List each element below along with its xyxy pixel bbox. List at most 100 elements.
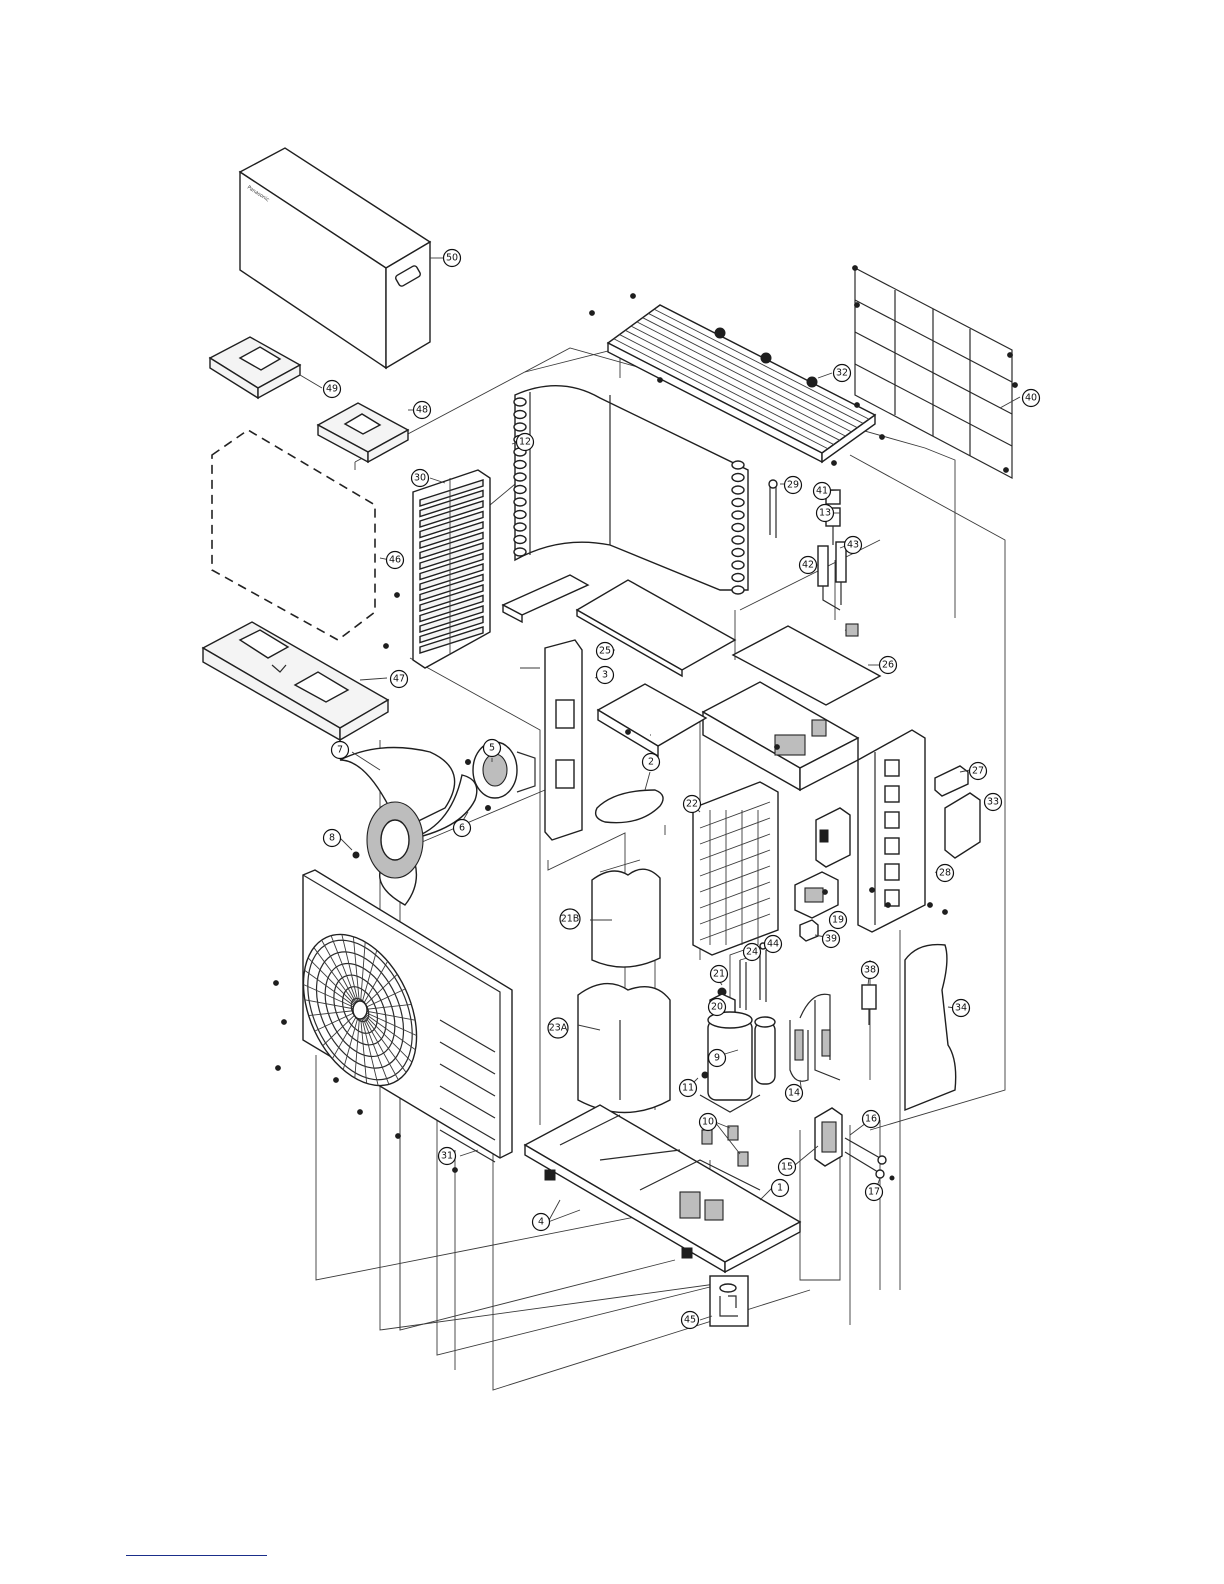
callout-label: 47 (393, 674, 405, 685)
callout-label: 38 (864, 965, 876, 976)
callout-6: 6 (454, 820, 471, 837)
part-10-rubber-mounts (702, 1126, 748, 1166)
part-46-dashed-sheet (212, 430, 375, 640)
callout-41: 41 (814, 483, 831, 500)
part-25-upper-plate (577, 580, 735, 676)
part-31-front-panel (281, 870, 512, 1162)
callout-label: 29 (787, 480, 799, 491)
callout-3: 3 (597, 667, 614, 684)
callout-12: 12 (517, 434, 534, 451)
callout-label: 9 (714, 1053, 720, 1064)
callout-label: 11 (682, 1083, 694, 1094)
callout-16: 16 (863, 1111, 880, 1128)
part-39-relay (800, 920, 818, 941)
part-38-valve-coil (862, 985, 876, 1025)
part-26-control-box (703, 626, 880, 790)
callout-46: 46 (387, 552, 404, 569)
callout-40: 40 (1023, 390, 1040, 407)
part-8-fan-nut (353, 852, 359, 858)
callout-label: 20 (711, 1002, 723, 1013)
callout-10: 10 (700, 1114, 717, 1131)
callout-25: 25 (597, 643, 614, 660)
callout-label: 3 (602, 670, 608, 681)
callout-label: 22 (686, 799, 698, 810)
callout-label: 40 (1025, 393, 1037, 404)
part-33-terminal-cover (945, 793, 980, 858)
callout-label: 19 (832, 915, 844, 926)
callout-label: 39 (825, 934, 837, 945)
part-15-valve-bracket (815, 1108, 842, 1166)
callout-label: 12 (519, 437, 531, 448)
callout-label: 14 (788, 1088, 800, 1099)
part-12-condenser-coil (514, 386, 748, 594)
part-21b-sound-jacket (592, 869, 660, 967)
callout-label: 30 (414, 473, 426, 484)
callout-5: 5 (484, 740, 501, 757)
callout-label: 27 (972, 766, 984, 777)
part-27-terminal-board (935, 766, 968, 796)
callout-29: 29 (785, 477, 802, 494)
callout-label: 17 (868, 1187, 880, 1198)
callout-4: 4 (533, 1214, 550, 1231)
part-3b-base-bracket (598, 684, 706, 756)
callout-label: 44 (767, 939, 779, 950)
callout-2: 2 (643, 754, 660, 771)
callout-14: 14 (786, 1085, 803, 1102)
callout-31: 31 (439, 1148, 456, 1165)
callout-33: 33 (985, 794, 1002, 811)
callout-label: 10 (702, 1117, 714, 1128)
part-28-side-plate (858, 730, 925, 932)
part-40-rear-wire-guard (855, 268, 1012, 478)
callout-13: 13 (817, 505, 834, 522)
callout-19: 19 (830, 912, 847, 929)
callout-label: 15 (781, 1162, 793, 1173)
callout-20: 20 (709, 999, 726, 1016)
callout-label: 8 (329, 833, 335, 844)
callout-45: 45 (682, 1312, 699, 1329)
part-29-sensor (769, 480, 777, 538)
callout-label: 34 (955, 1003, 967, 1014)
callout-label: 45 (684, 1315, 696, 1326)
callout-50: 50 (444, 250, 461, 267)
callout-32: 32 (834, 365, 851, 382)
callout-9: 9 (709, 1050, 726, 1067)
callout-label: 41 (816, 486, 828, 497)
callout-label: 16 (865, 1114, 877, 1125)
callout-15: 15 (779, 1159, 796, 1176)
callout-label: 7 (337, 745, 343, 756)
callout-label: 1 (777, 1183, 783, 1194)
part-24-sensor (740, 960, 746, 1010)
part-5-fan-motor (473, 742, 535, 798)
part-50-carton-box: Panasonic (240, 148, 430, 368)
callout-43: 43 (845, 537, 862, 554)
part-23a-sound-jacket (578, 984, 670, 1113)
callout-label: 5 (489, 743, 495, 754)
callout-label: 6 (459, 823, 465, 834)
callout-label: 33 (987, 797, 999, 808)
part-45-drain-elbow (710, 1276, 748, 1326)
callout-label: 43 (847, 540, 859, 551)
callout-label: 2 (648, 757, 654, 768)
callout-label: 50 (446, 253, 458, 264)
callout-28: 28 (937, 865, 954, 882)
part-1-base-pan (525, 1105, 800, 1272)
part-3-motor-bracket (545, 640, 582, 840)
part-16-17-service-valves (845, 1138, 894, 1180)
part-47-bottom-packing-tray (203, 622, 388, 740)
part-2-plate (596, 790, 663, 823)
callout-label: 13 (819, 508, 831, 519)
callout-label: 28 (939, 868, 951, 879)
callout-label: 21 (713, 969, 725, 980)
footer-link-underline (126, 1555, 267, 1556)
callout-label: 32 (836, 368, 848, 379)
callout-23a: 23A (548, 1018, 568, 1038)
callout-30: 30 (412, 470, 429, 487)
part-34-side-cover (905, 945, 956, 1110)
part-48-packing-pad (318, 403, 408, 462)
callout-label: 46 (389, 555, 401, 566)
part-11-nut (702, 1072, 708, 1078)
callout-label: 26 (882, 660, 894, 671)
callout-48: 48 (414, 402, 431, 419)
